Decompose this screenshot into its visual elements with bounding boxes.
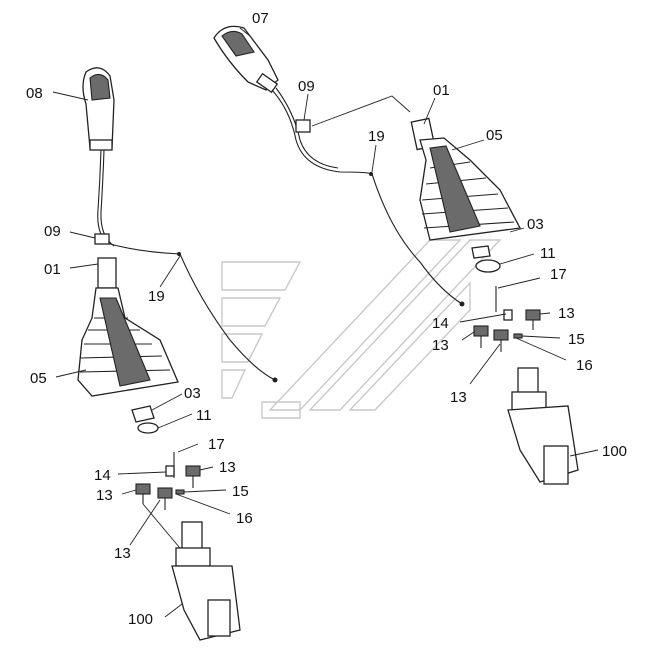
label-01-left: 01 [44, 261, 61, 278]
label-16-right: 16 [576, 357, 593, 374]
label-19-left: 19 [148, 288, 165, 305]
label-13-right-b: 13 [432, 337, 449, 354]
label-13-left-c: 13 [114, 545, 131, 562]
label-19-right: 19 [368, 128, 385, 145]
washer-11-right [475, 259, 501, 273]
leader-lines [52, 27, 599, 618]
label-03-left: 03 [184, 385, 201, 402]
label-09-left: 09 [44, 223, 61, 240]
label-01-right: 01 [433, 82, 450, 99]
base-unit-left [142, 503, 241, 641]
part-15-left [175, 489, 185, 495]
part-14-right [503, 309, 513, 321]
label-14-right: 14 [432, 315, 449, 332]
screw-13-right-b [493, 329, 509, 352]
screw-13-left-b [157, 487, 173, 510]
left-joystick-assembly [77, 67, 278, 641]
part-15-right [513, 333, 523, 339]
label-13-right-a: 13 [558, 305, 575, 322]
label-13-left-b: 13 [96, 487, 113, 504]
nut-09-right [295, 119, 311, 133]
screw-13-right-a [473, 325, 489, 348]
screw-13-left-c [185, 465, 201, 488]
shaft-01-left [97, 257, 117, 289]
label-11-left: 11 [196, 407, 212, 424]
label-11-right: 11 [540, 245, 556, 262]
label-07: 07 [252, 10, 269, 27]
rubber-boot-right [419, 137, 522, 241]
label-17-right: 17 [550, 266, 567, 283]
nut-03-right [471, 245, 491, 259]
label-100-left: 100 [128, 611, 153, 628]
grip-handle-left [82, 67, 115, 151]
label-08: 08 [26, 85, 43, 102]
label-09-right: 09 [298, 78, 315, 95]
label-03-right: 03 [527, 216, 544, 233]
screw-13-left-a [135, 483, 151, 504]
right-joystick-assembly [213, 25, 579, 485]
nut-03-left [131, 405, 155, 423]
screw-13-right-c [525, 309, 541, 330]
label-17-left: 17 [208, 436, 225, 453]
label-15-left: 15 [232, 483, 249, 500]
washer-11-left [137, 422, 159, 434]
watermark [221, 239, 502, 419]
label-13-left-a: 13 [219, 459, 236, 476]
label-15-right: 15 [568, 331, 585, 348]
label-14-left: 14 [94, 467, 111, 484]
grip-handle-right [213, 25, 279, 94]
part-labels: 07 08 09 09 01 01 05 05 19 19 03 03 11 1… [26, 10, 627, 628]
label-05-left: 05 [30, 370, 47, 387]
label-16-left: 16 [236, 510, 253, 527]
base-unit-right [507, 367, 579, 485]
label-100-right: 100 [602, 443, 627, 460]
label-05-right: 05 [486, 127, 503, 144]
label-13-right-c: 13 [450, 389, 467, 406]
nut-09-left [94, 233, 110, 245]
rubber-boot-left [77, 287, 179, 397]
part-14-left [165, 465, 175, 477]
